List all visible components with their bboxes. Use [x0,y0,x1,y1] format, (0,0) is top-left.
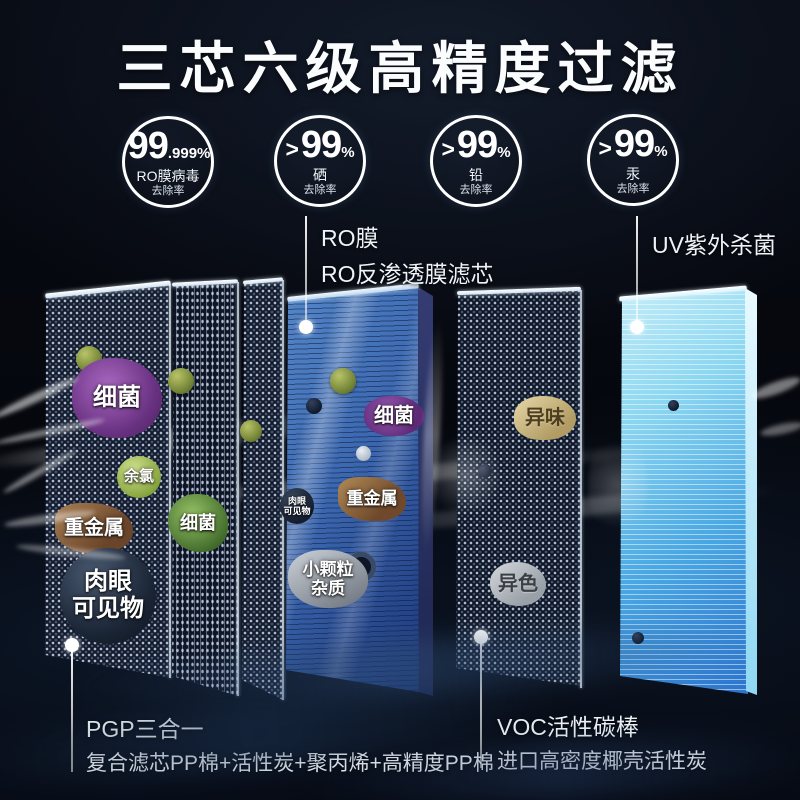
filter-panel-pgp-2 [172,282,238,696]
contaminant-odor: 异味 [514,396,576,440]
contaminant-bacteria-2: 细菌 [168,494,228,552]
badge-label: 硒 [313,166,327,183]
badge-prefix: > [598,134,612,161]
leader-dot-ro [299,320,313,334]
filter-panel-uv-side [745,288,757,695]
particle-ball-icon [330,368,356,394]
particle-ball-icon [240,420,262,442]
leader-line-voc [480,642,482,768]
filter-panel-ro-side [418,287,433,696]
badge-value: > 99 % [285,126,354,164]
contaminant-label: 重金属 [64,516,124,539]
contaminant-heavy-metal-2: 重金属 [338,477,406,521]
water-splash [588,430,648,540]
contaminant-label: 肉眼 [84,568,132,596]
panel-side-edge [282,280,284,700]
contaminant-label: 可见物 [283,506,311,516]
contaminant-bacteria-3: 细菌 [364,396,424,436]
contaminant-chlorine: 余氯 [117,456,161,498]
contaminant-label: 重金属 [346,489,398,509]
leader-line-uv [636,216,638,322]
label-pgp: PGP三合一 [86,710,204,744]
badge-prefix: > [285,135,299,162]
particle-ball-icon [356,446,371,461]
leader-dot-pgp [65,638,79,652]
panel-side-edge [169,284,171,678]
label-voc: VOC活性碳棒 [497,714,639,740]
contaminant-label: 细菌 [93,383,141,411]
badge-main-value: 99 [613,122,655,165]
badge-suffix: % [497,143,511,161]
contaminant-discolor: 异色 [490,562,546,606]
water-splash [749,373,800,403]
panel-side-edge [580,290,582,688]
badge-prefix: > [441,135,455,162]
label-uv-sterilize: UV紫外杀菌 [652,232,776,258]
badge-selenium: > 99 % 硒 去除率 [274,115,366,207]
contaminant-label: 小颗粒 [302,559,354,579]
badge-suffix: % [341,143,355,161]
contaminant-label: 余氯 [123,467,154,485]
badge-label: 铅 [469,166,483,183]
leader-line-pgp [71,650,73,772]
leader-dot-uv [630,320,644,334]
badge-main-value: 99 [127,124,169,167]
panel-side-edge [237,282,239,696]
label-ro-membrane-sub: RO反渗透膜滤芯 [321,261,494,287]
badge-sublabel: 去除率 [459,184,493,196]
badge-value: > 99 % [598,125,667,163]
contaminant-label: 异色 [498,572,538,595]
label-ro-membrane: RO膜 [321,225,379,251]
particle-ball-icon [668,400,679,411]
badge-label: RO膜病毒 [136,167,200,184]
contaminant-label: 肉眼 [287,495,306,506]
contaminant-bacteria-1: 细菌 [72,358,162,438]
badge-value: 99 .999% [126,127,211,165]
badge-value: > 99 % [441,126,510,164]
contaminant-label: 细菌 [374,404,414,427]
badge-label: 汞 [626,165,640,182]
badge-sublabel: 去除率 [616,183,650,195]
contaminant-label: 可见物 [72,595,144,622]
water-splash [759,419,800,439]
badge-main-value: 99 [456,123,498,166]
contaminant-visible-matter-small: 肉眼 可见物 [280,488,314,524]
filter-panel-uv [620,288,748,694]
label-pgp-sub: 复合滤芯PP棉+活性炭+聚丙烯+高精度PP棉 [86,747,494,777]
contaminant-heavy-metal-1: 重金属 [55,503,133,553]
contaminant-visible-matter: 肉眼 可见物 [60,548,156,644]
page-title: 三芯六级高精度过滤 [116,37,684,100]
badge-sublabel: 去除率 [151,185,185,197]
filter-panel-pgp-3 [242,280,283,700]
particle-ball-icon [306,398,322,414]
badge-sublabel: 去除率 [303,184,337,196]
badge-suffix: .999% [167,144,211,162]
leader-line-ro [305,216,307,322]
contaminant-label: 杂质 [311,579,345,598]
particle-ball-icon [168,368,194,394]
label-voc-sub: 进口高密度椰壳活性炭 [497,745,707,775]
contaminant-label: 细菌 [180,512,216,533]
badge-ro-virus: 99 .999% RO膜病毒 去除率 [122,116,214,208]
badge-lead: > 99 % 铅 去除率 [430,115,522,207]
filter-panel-voc [456,290,581,686]
contaminant-particles: 小颗粒 杂质 [288,550,368,608]
badge-main-value: 99 [300,123,342,166]
badge-mercury: > 99 % 汞 去除率 [587,114,679,206]
contaminant-label: 异味 [525,406,565,429]
water-splash [430,430,500,520]
particle-ball-icon [478,464,492,478]
badge-suffix: % [654,142,668,160]
